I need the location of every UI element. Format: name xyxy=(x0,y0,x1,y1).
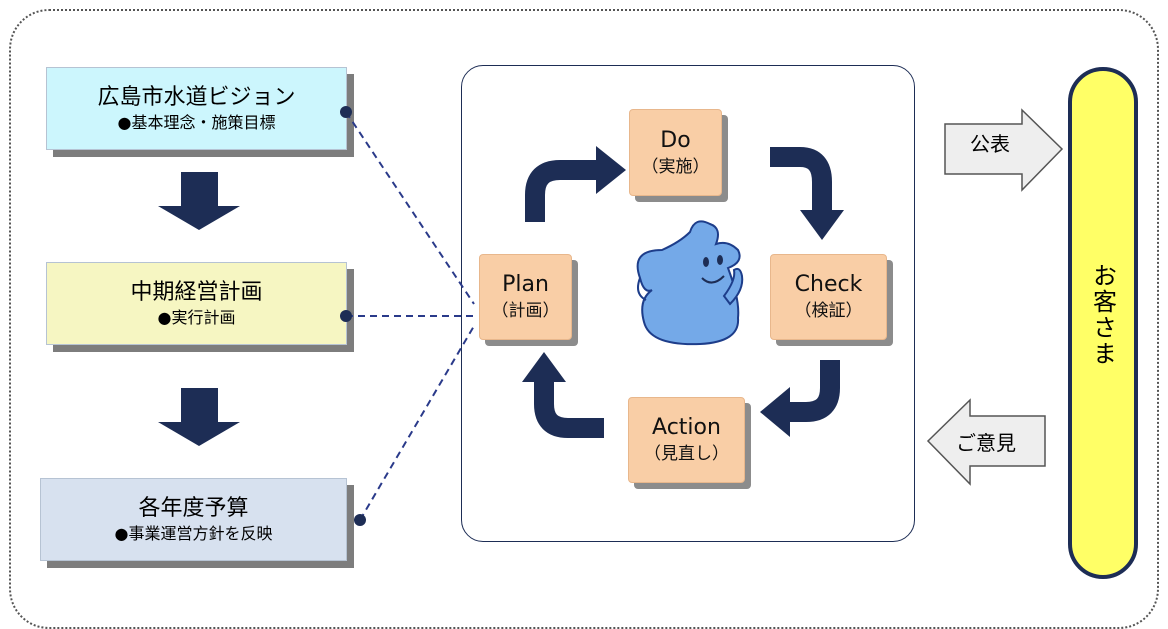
arrowhead-left-icon xyxy=(760,387,790,437)
publish-label: 公表 xyxy=(970,132,1010,156)
customer-bar xyxy=(1068,67,1138,579)
midterm-title: 中期経営計画 xyxy=(130,279,263,305)
arrowhead-up-icon xyxy=(522,352,566,382)
plan-sub: （計画） xyxy=(491,301,560,321)
pdca-check-box: Check （検証） xyxy=(770,254,887,340)
connector-dot xyxy=(340,106,352,118)
check-label: Check xyxy=(794,272,863,297)
pdca-plan-box: Plan （計画） xyxy=(479,254,572,340)
down-arrow-icon xyxy=(158,388,240,446)
arrowhead-down-icon xyxy=(800,210,844,240)
customer-label: お客さま xyxy=(1088,263,1117,367)
connector-dot xyxy=(354,514,366,526)
vision-subtitle: ●基本理念・施策目標 xyxy=(117,112,276,132)
do-sub: （実施） xyxy=(641,156,710,177)
pdca-action-box: Action （見直し） xyxy=(628,397,745,483)
pdca-do-box: Do （実施） xyxy=(629,109,722,196)
plan-label: Plan xyxy=(502,272,549,297)
down-arrow-icon xyxy=(158,172,240,230)
feedback-arrow-icon xyxy=(926,398,1046,486)
vision-title: 広島市水道ビジョン xyxy=(97,84,296,110)
water-drop-mascot-icon xyxy=(636,220,744,346)
budget-box: 各年度予算 ●事業運営方針を反映 xyxy=(40,478,347,561)
vision-box: 広島市水道ビジョン ●基本理念・施策目標 xyxy=(46,67,347,150)
feedback-label: ご意見 xyxy=(956,431,1016,455)
do-label: Do xyxy=(660,127,691,153)
check-sub: （検証） xyxy=(794,301,863,321)
cycle-arrows xyxy=(525,147,840,438)
arrowhead-right-icon xyxy=(596,146,626,194)
midterm-subtitle: ●実行計画 xyxy=(157,307,236,327)
cycle-arrowheads xyxy=(522,146,844,437)
connector-dot xyxy=(340,310,352,322)
budget-title: 各年度予算 xyxy=(138,495,249,521)
publish-arrow-icon xyxy=(944,108,1064,192)
midterm-plan-box: 中期経営計画 ●実行計画 xyxy=(46,262,347,345)
budget-subtitle: ●事業運営方針を反映 xyxy=(114,523,273,543)
dashed-connectors xyxy=(345,111,475,521)
action-label: Action xyxy=(652,415,721,440)
action-sub: （見直し） xyxy=(644,444,729,464)
